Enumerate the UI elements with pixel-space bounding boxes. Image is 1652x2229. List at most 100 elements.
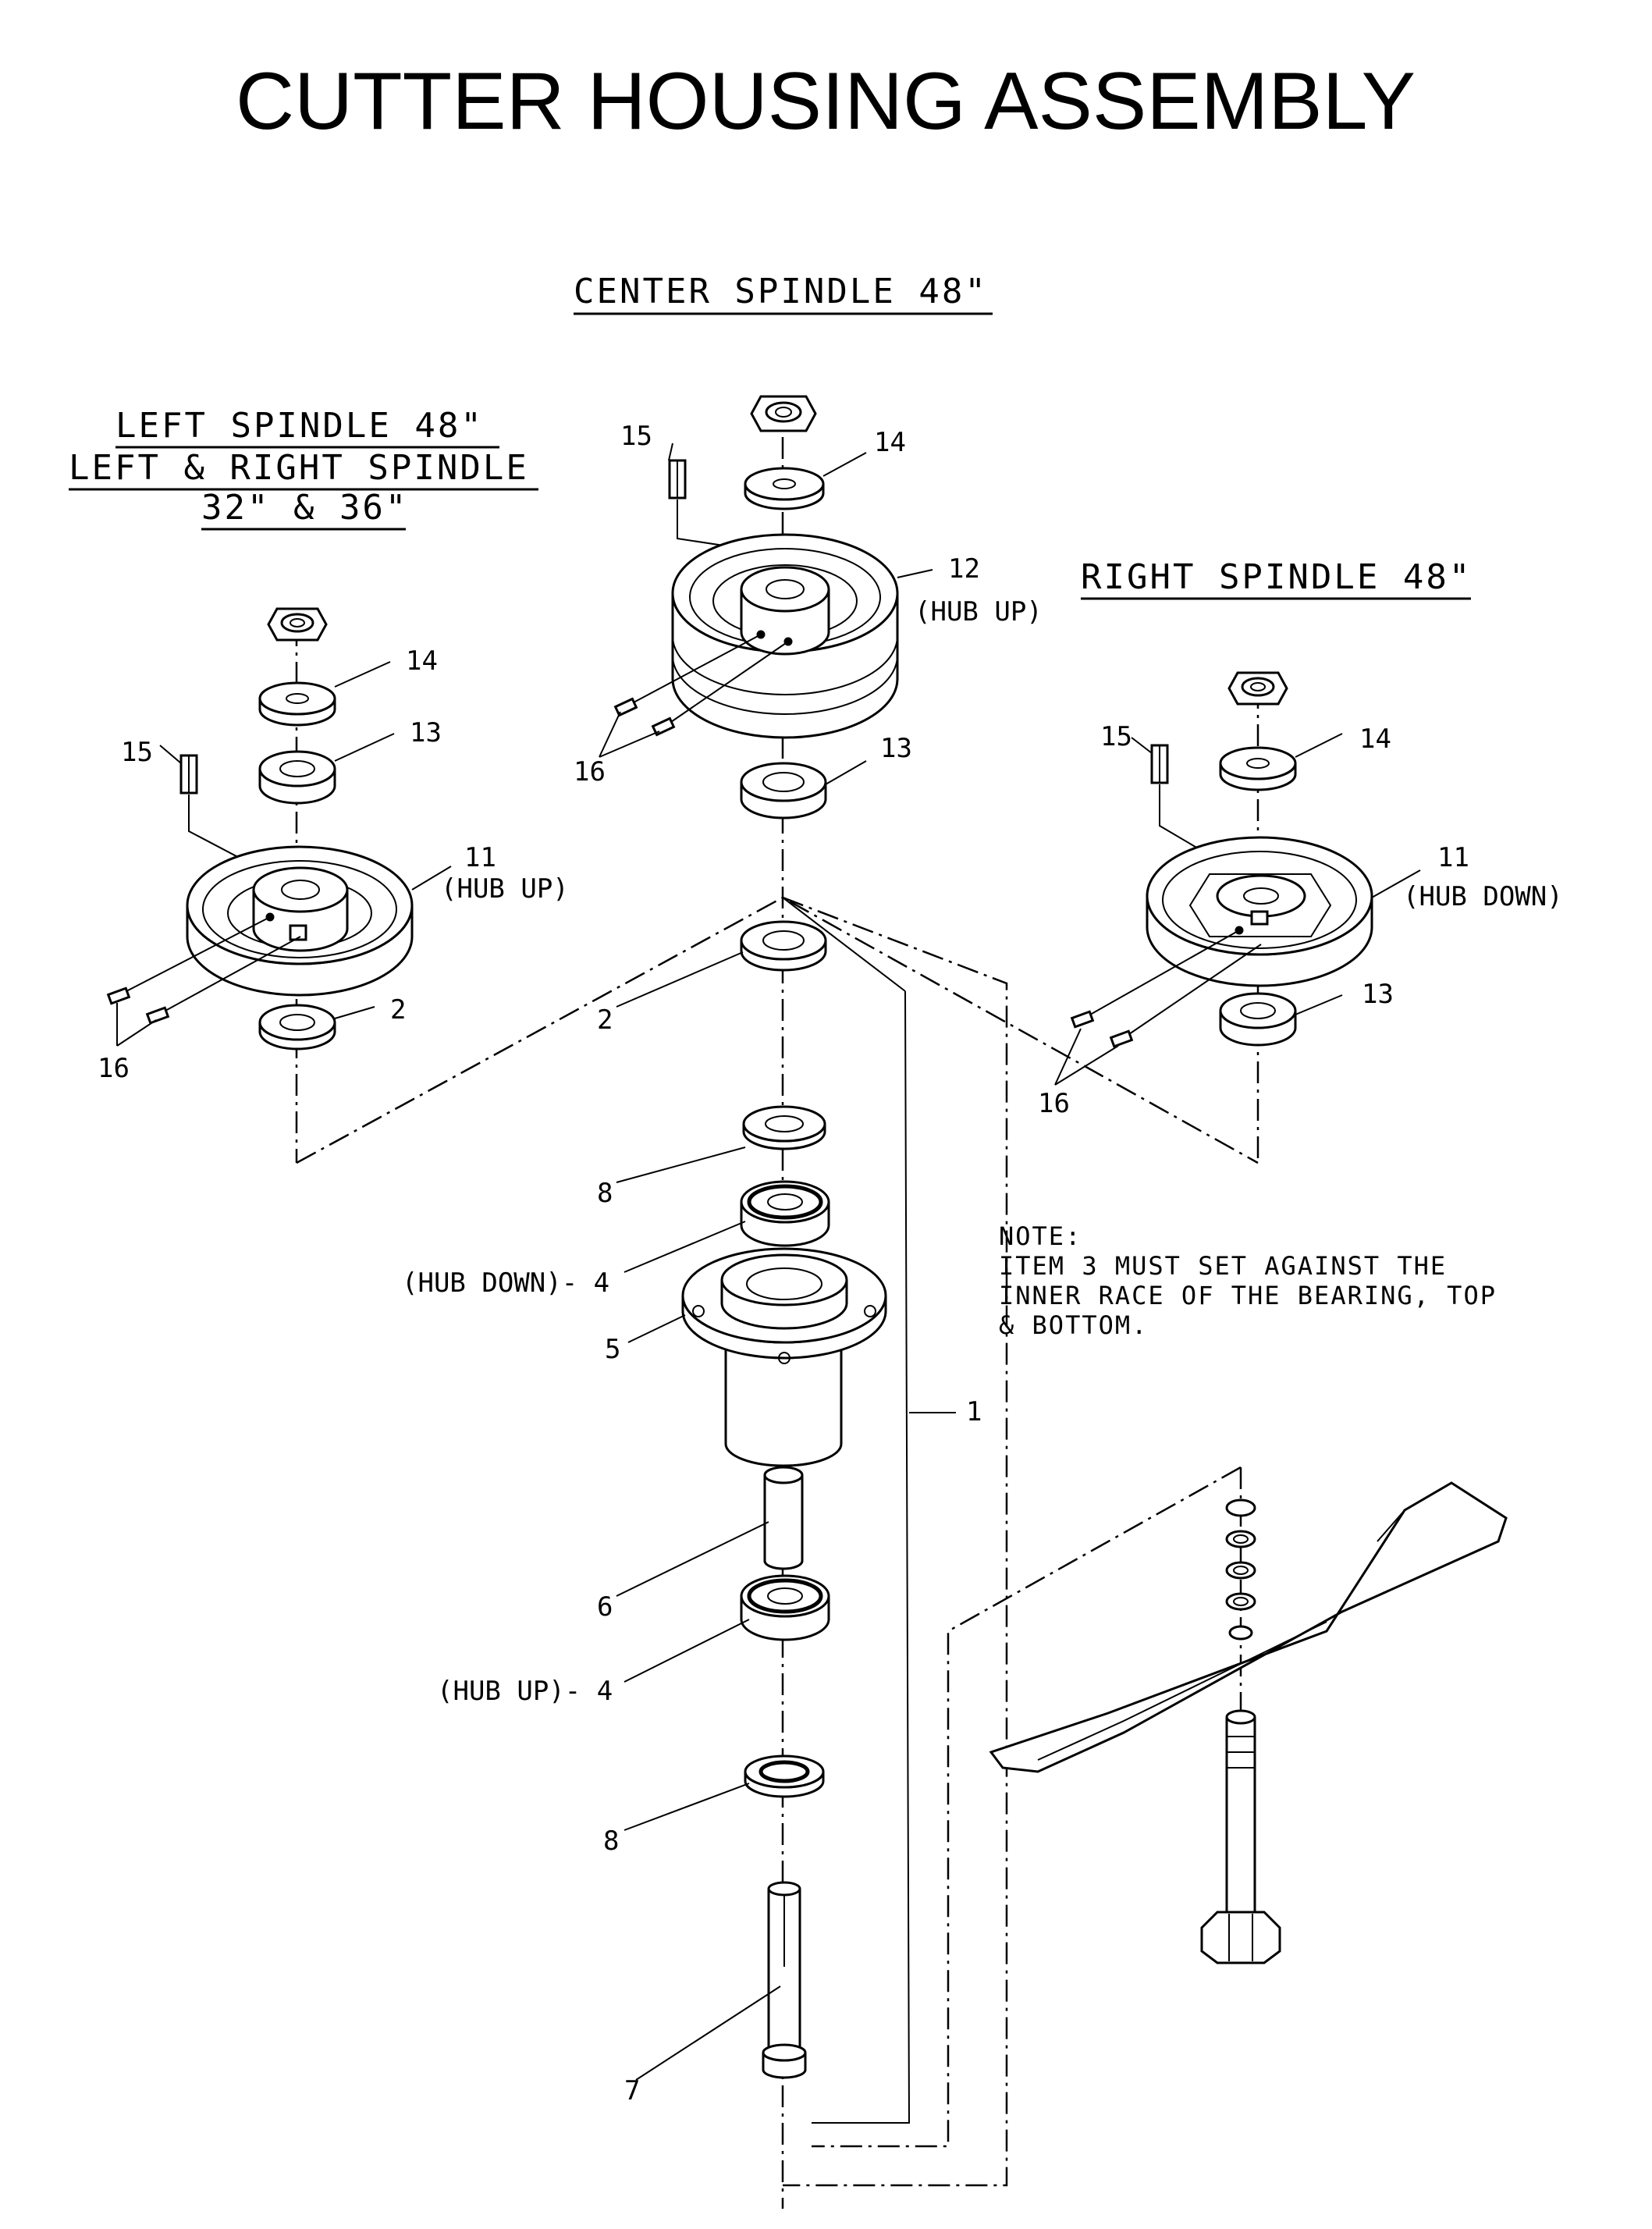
page-title: CUTTER HOUSING ASSEMBLY <box>236 56 1416 147</box>
note-line-1: NOTE: <box>999 1221 1082 1251</box>
leader-line <box>623 1619 750 1683</box>
heading-left-spindle-line2: LEFT & RIGHT SPINDLE <box>69 448 529 488</box>
callout-8-bottom: 8 <box>603 1826 619 1857</box>
leader-line <box>897 569 933 578</box>
right-key-15 <box>1150 744 1169 784</box>
center-washer-2 <box>740 920 827 972</box>
note-line-4: & BOTTOM. <box>999 1310 1148 1340</box>
right-setscrews-16 <box>1070 1010 1134 1048</box>
leader-line <box>670 641 789 723</box>
note-line-3: INNER RACE OF THE BEARING, TOP <box>999 1281 1497 1310</box>
left-setscrews-16 <box>106 987 170 1025</box>
leader-line <box>633 634 762 703</box>
center-washer-8-bottom <box>744 1754 825 1798</box>
leader-line <box>1295 733 1343 758</box>
right-spacer-13 <box>1219 992 1297 1047</box>
connection-line <box>782 896 1008 2187</box>
leader-line <box>627 1314 686 1343</box>
callout-8: 8 <box>597 1178 613 1209</box>
callout-right-13: 13 <box>1362 979 1394 1010</box>
callout-5: 5 <box>605 1334 620 1365</box>
leader-line <box>599 711 621 758</box>
center-pulley-12 <box>671 533 899 739</box>
leader-line <box>1371 869 1421 898</box>
callout-right-15: 15 <box>1100 721 1132 752</box>
center-bearing-4-bottom <box>740 1574 830 1641</box>
leader-line <box>623 1783 750 1831</box>
leader-line <box>334 733 395 762</box>
callout-left-2: 2 <box>390 994 406 1026</box>
left-spacer-13 <box>258 750 336 805</box>
center-setscrews-16 <box>613 697 676 737</box>
callout-2: 2 <box>597 1004 613 1036</box>
callout-left-11-note: (HUB UP) <box>441 873 569 905</box>
center-shaft-7 <box>762 1881 807 2079</box>
right-pulley-11 <box>1146 836 1373 987</box>
heading-left-spindle-line3: 32" & 36" <box>201 488 408 528</box>
center-housing-5 <box>681 1247 887 1467</box>
leader-line <box>616 1146 746 1183</box>
leader-line <box>616 1521 769 1597</box>
leader-line <box>1128 944 1262 1035</box>
callout-12: 12 <box>948 553 980 585</box>
center-spacer-tube-6 <box>763 1466 804 1570</box>
leader-line <box>1089 930 1240 1015</box>
center-washer-14 <box>744 467 825 510</box>
blade-washers <box>1225 1498 1256 1641</box>
callout-4-hub-up: (HUB UP)- 4 <box>437 1676 613 1707</box>
center-spacer-13 <box>740 762 827 819</box>
leader-line <box>616 951 744 1008</box>
leader-line <box>126 916 271 992</box>
left-washer-2 <box>258 1004 336 1051</box>
leader-line <box>165 936 301 1011</box>
callout-left-15: 15 <box>121 737 153 768</box>
callout-6: 6 <box>597 1591 613 1623</box>
note-block: NOTE: ITEM 3 MUST SET AGAINST THE INNER … <box>999 1221 1497 1340</box>
leader-line <box>411 866 452 891</box>
callout-16: 16 <box>574 756 606 787</box>
leader-line <box>599 731 660 758</box>
callout-right-16: 16 <box>1038 1088 1070 1119</box>
left-pulley-11 <box>186 845 414 997</box>
callout-13: 13 <box>880 733 912 764</box>
center-bearing-4-top <box>740 1180 830 1247</box>
callout-right-11-note: (HUB DOWN) <box>1403 881 1563 912</box>
heading-left-spindle-line1: LEFT SPINDLE 48" <box>115 406 484 446</box>
callout-left-16: 16 <box>98 1053 130 1084</box>
callout-left-14: 14 <box>406 645 438 677</box>
callout-left-13: 13 <box>410 717 442 748</box>
center-key-15 <box>668 459 687 499</box>
callout-15: 15 <box>620 421 652 452</box>
callout-4-hub-down: (HUB DOWN)- 4 <box>402 1267 609 1299</box>
leader-line <box>159 745 182 764</box>
leader-line <box>334 1006 375 1019</box>
callout-14: 14 <box>874 427 906 458</box>
heading-right-spindle: RIGHT SPINDLE 48" <box>1081 557 1472 597</box>
leader-line <box>635 1985 781 2081</box>
right-nut <box>1227 671 1288 706</box>
leader-line <box>822 452 867 477</box>
center-nut <box>750 395 817 432</box>
leader-line <box>825 760 867 785</box>
left-key-15 <box>179 754 198 795</box>
callout-12-note: (HUB UP) <box>915 596 1043 627</box>
callout-1: 1 <box>966 1396 982 1427</box>
left-nut <box>267 607 328 642</box>
callout-right-11: 11 <box>1437 842 1469 873</box>
blade <box>989 1481 1508 1773</box>
item-1-bracket-line <box>812 990 911 2124</box>
note-line-2: ITEM 3 MUST SET AGAINST THE <box>999 1251 1447 1281</box>
blade-bolt <box>1200 1709 1281 1964</box>
leader-line <box>1131 737 1153 754</box>
leader-line <box>668 443 673 461</box>
callout-7: 7 <box>624 2075 640 2106</box>
center-washer-8-top <box>742 1105 826 1150</box>
left-washer-14 <box>258 681 336 727</box>
connection-line <box>782 897 906 992</box>
callout-left-11: 11 <box>464 842 496 873</box>
heading-center-spindle: CENTER SPINDLE 48" <box>574 272 988 311</box>
leader-line <box>334 661 391 688</box>
blade-connection-line <box>812 1466 1242 2148</box>
